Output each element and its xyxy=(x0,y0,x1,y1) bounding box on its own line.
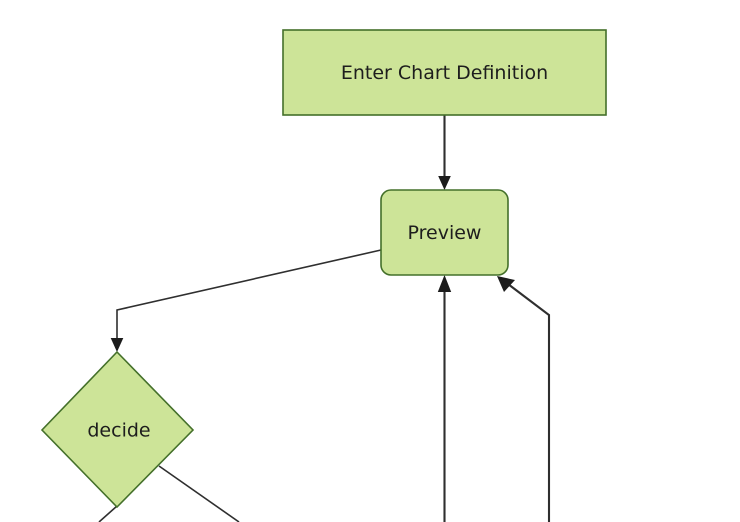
arrowhead-down-icon xyxy=(438,176,451,190)
nodes-layer: Enter Chart Definition Preview decide xyxy=(40,29,607,509)
edge-preview-to-decide[interactable] xyxy=(110,249,382,352)
edge-line xyxy=(116,249,382,343)
arrowhead-up-icon xyxy=(437,275,452,292)
edge-bottom-right-to-preview[interactable] xyxy=(497,276,551,522)
node-preview[interactable]: Preview xyxy=(380,189,509,276)
edge-line xyxy=(158,465,240,522)
edges-layer xyxy=(98,115,551,522)
node-enter-chart-definition[interactable]: Enter Chart Definition xyxy=(282,29,607,116)
edge-line xyxy=(98,505,118,522)
edge-decide-right-out[interactable] xyxy=(158,465,240,522)
node-label-decide: decide xyxy=(87,420,150,442)
edge-bottom-center-to-preview[interactable] xyxy=(437,275,452,522)
node-decide[interactable]: decide xyxy=(40,350,195,509)
arrowhead-diagonal-icon xyxy=(497,276,515,292)
edge-line xyxy=(507,283,551,522)
node-label-enter-chart-definition: Enter Chart Definition xyxy=(341,62,548,84)
node-label-preview: Preview xyxy=(408,222,482,244)
node-diamond xyxy=(40,350,195,509)
node-rounded-rectangle xyxy=(380,189,509,276)
edge-decide-bottom-out[interactable] xyxy=(98,505,118,522)
node-rectangle xyxy=(282,29,607,116)
arrowhead-down-icon xyxy=(110,338,124,352)
edge-enter-to-preview[interactable] xyxy=(438,115,451,190)
